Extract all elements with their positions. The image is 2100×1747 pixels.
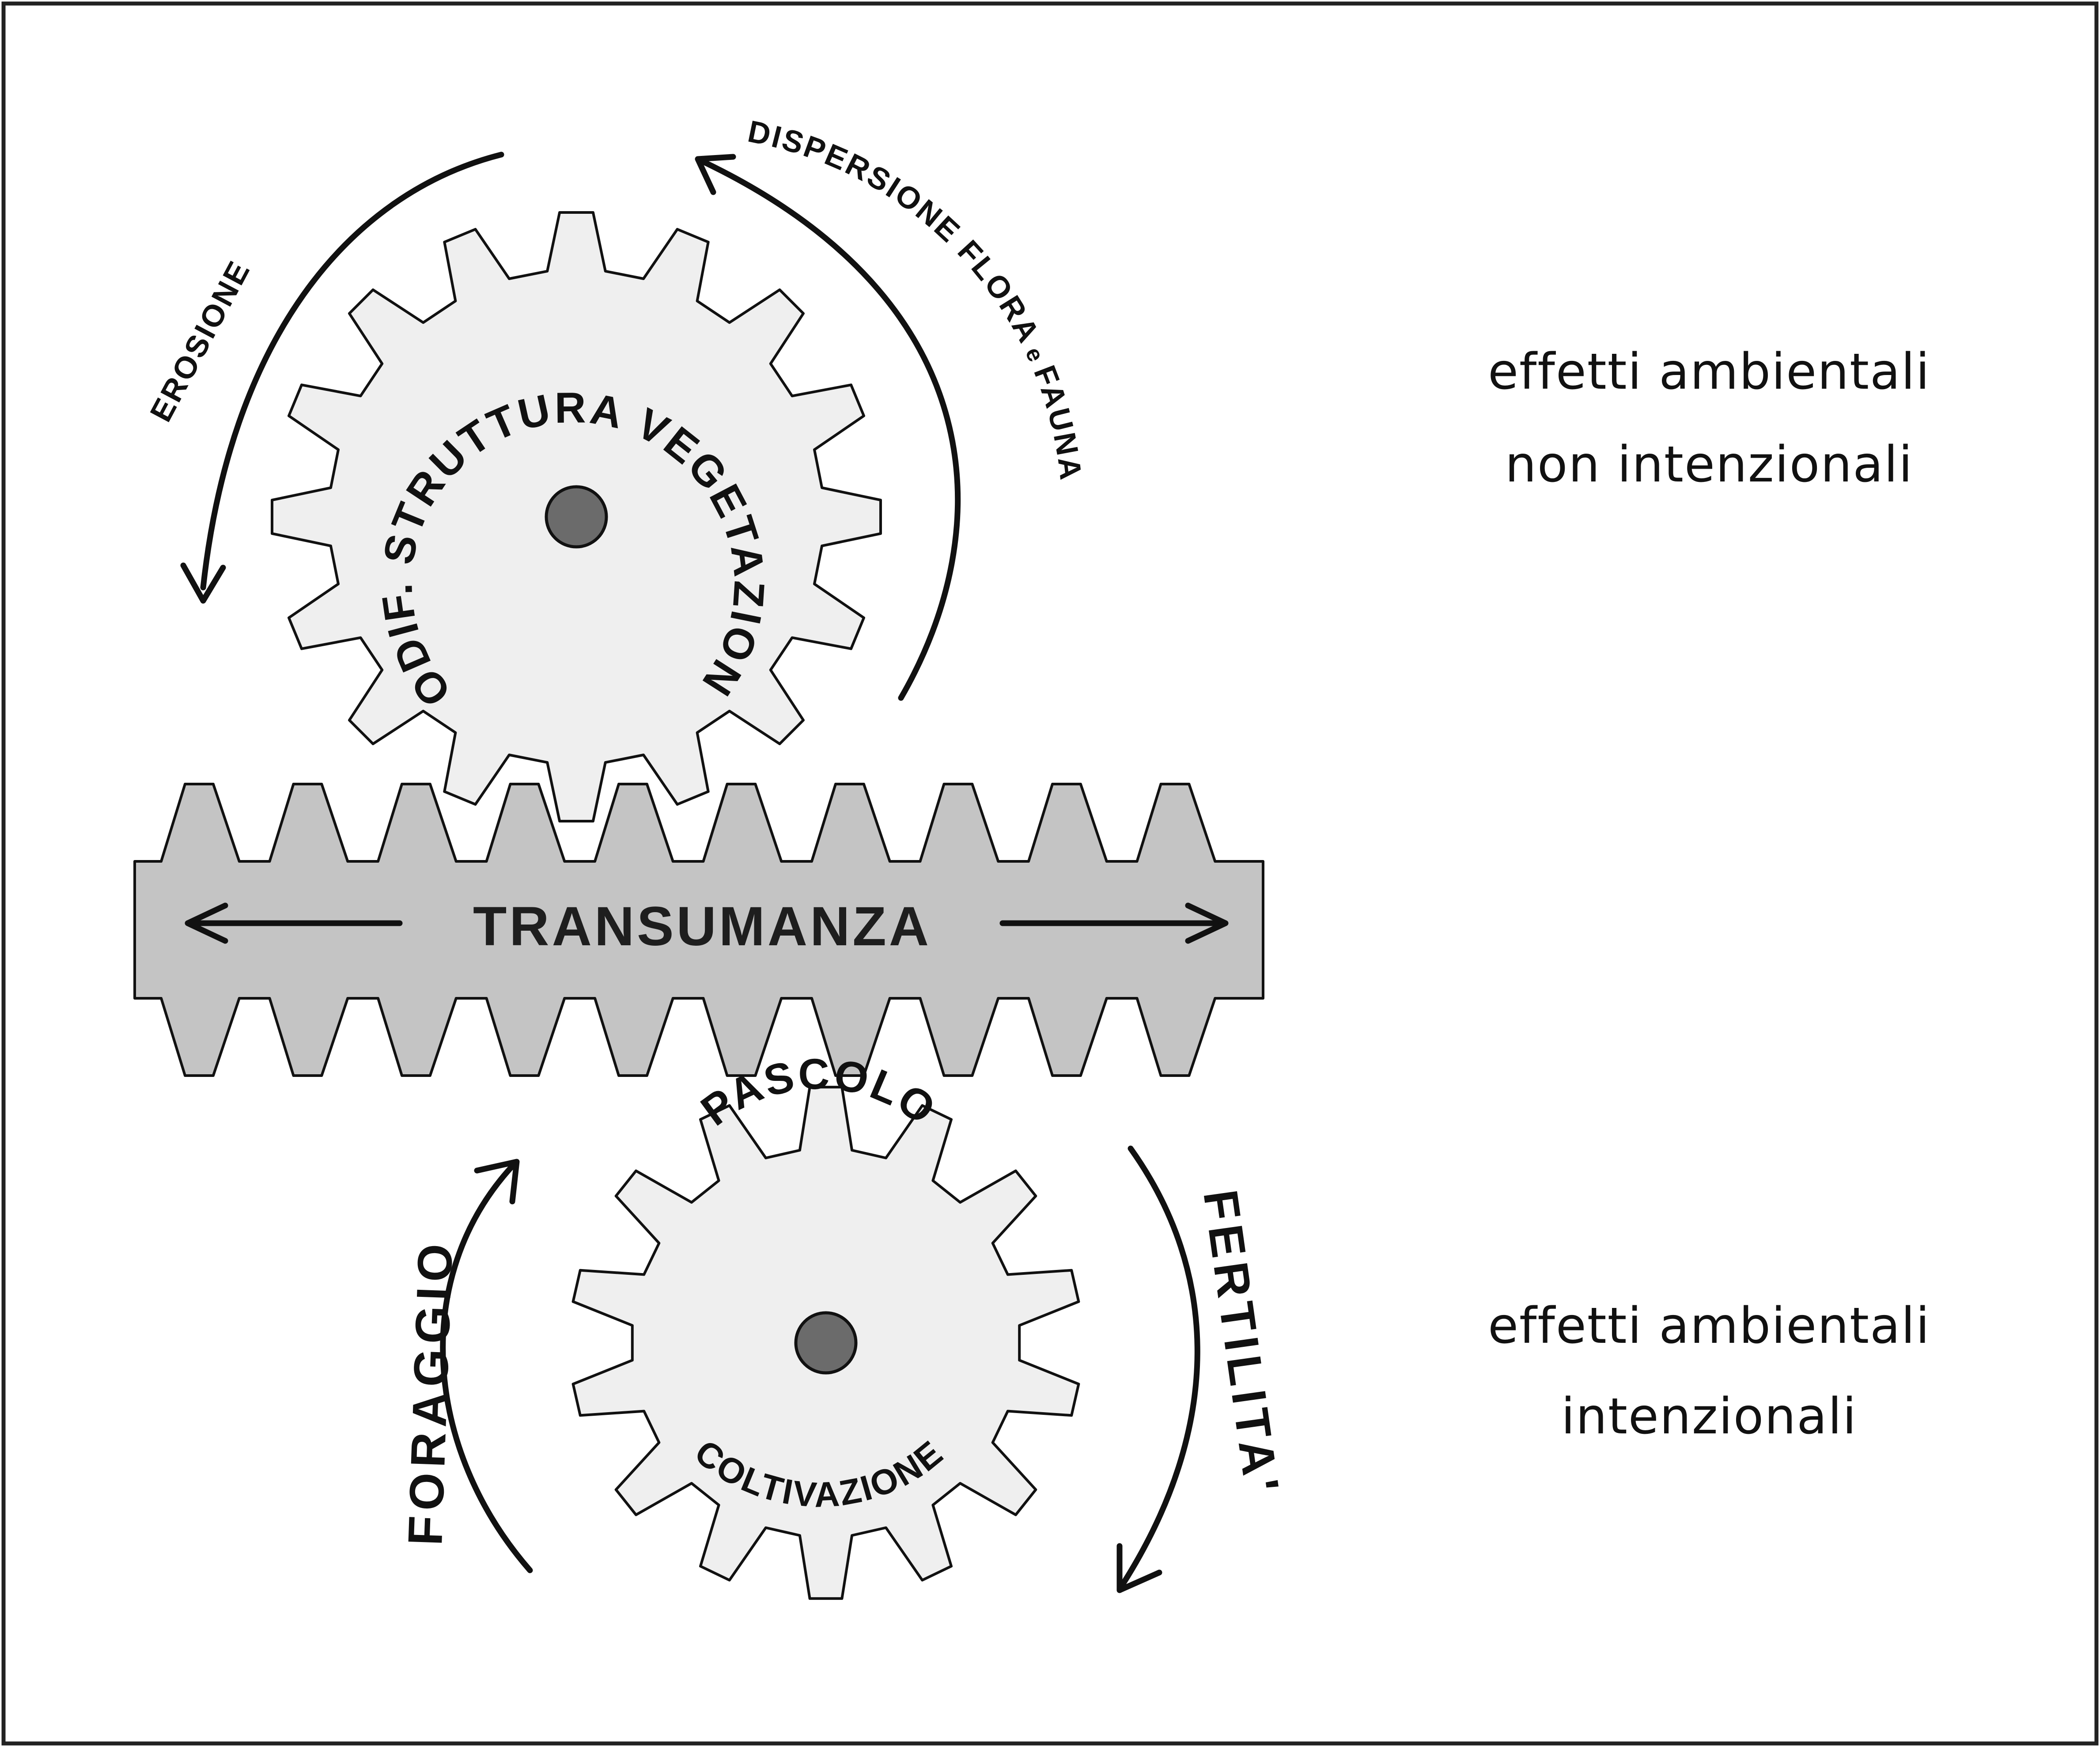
rack-label: TRANSUMANZA bbox=[473, 896, 931, 957]
foraggio-arrow bbox=[440, 1159, 533, 1573]
note-bottom-line1: effetti ambientali bbox=[1488, 1297, 1930, 1355]
rack-left-arrow bbox=[185, 902, 403, 944]
rack-right-arrow bbox=[999, 902, 1229, 944]
foraggio-label: FORAGGIO bbox=[398, 1238, 463, 1546]
upper-gear-hub bbox=[545, 485, 608, 549]
note-top-line1: effetti ambientali bbox=[1488, 343, 1930, 401]
dispersione-arrow bbox=[695, 154, 961, 701]
lower-gear-hub bbox=[794, 1311, 858, 1375]
dispersione-small: e bbox=[1020, 343, 1049, 367]
erosione-arrow bbox=[180, 152, 504, 604]
erosione-label: EROSIONE bbox=[143, 254, 257, 427]
transumanza-rack bbox=[133, 783, 1264, 1077]
note-bottom-line2: intenzionali bbox=[1561, 1388, 1857, 1445]
note-top-line2: non intenzionali bbox=[1505, 436, 1913, 493]
fertilita-label: FERTILITA' bbox=[1193, 1186, 1290, 1500]
dispersione-tail: FAUNA bbox=[1027, 361, 1089, 483]
fertilita-arrow bbox=[1116, 1145, 1200, 1593]
